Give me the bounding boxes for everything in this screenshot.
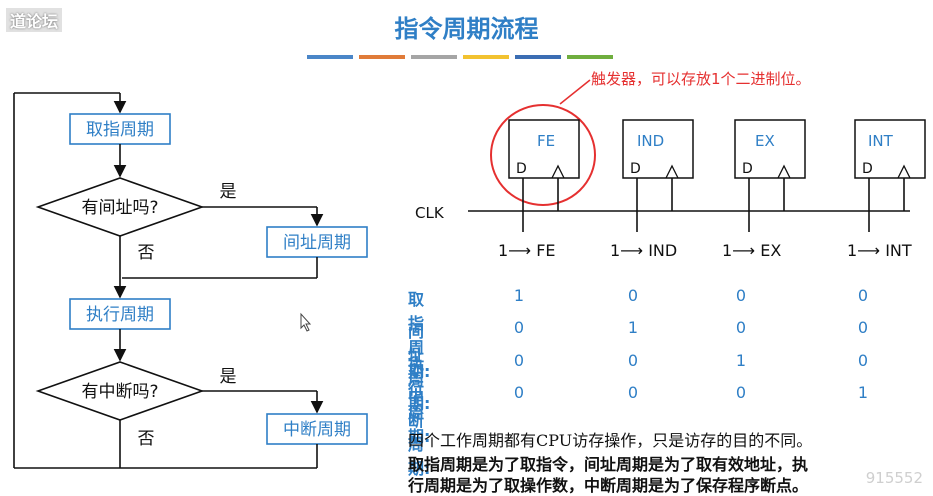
table-cell: 0 bbox=[735, 383, 747, 402]
table-cell: 0 bbox=[627, 383, 639, 402]
table-cell: 0 bbox=[513, 383, 525, 402]
flipflop-d: D bbox=[862, 161, 873, 177]
mouse-cursor-icon bbox=[300, 312, 312, 332]
note-line-1: 四个工作周期都有CPU访存操作，只是访存的目的不同。 bbox=[408, 431, 813, 450]
table-cell: 1 bbox=[513, 286, 525, 305]
note-line-2: 取指周期是为了取指令，间址周期是为了取有效地址，执 bbox=[408, 455, 809, 474]
clk-label: CLK bbox=[415, 204, 445, 222]
flipflop-box bbox=[622, 119, 694, 179]
accent-bar bbox=[359, 55, 405, 59]
table-cell: 0 bbox=[735, 286, 747, 305]
flipflop-d: D bbox=[630, 161, 641, 177]
interrupt-question: 有中断吗? bbox=[81, 382, 158, 402]
accent-bar bbox=[463, 55, 509, 59]
fetch-label: 取指周期 bbox=[86, 120, 154, 140]
row-label: 中断周期: bbox=[408, 387, 431, 478]
set-label-fe: 1⟶ FE bbox=[498, 241, 556, 260]
clock-triangle-icon bbox=[777, 164, 791, 179]
table-cell: 0 bbox=[627, 351, 639, 370]
table-cell: 1 bbox=[735, 351, 747, 370]
clock-triangle-icon bbox=[665, 164, 679, 179]
table-cell: 0 bbox=[627, 286, 639, 305]
flowchart bbox=[13, 92, 368, 469]
watermark-logo: 道论坛 bbox=[6, 8, 63, 32]
indirect-label: 间址周期 bbox=[283, 233, 351, 253]
accent-bar bbox=[411, 55, 457, 59]
no1-label: 否 bbox=[138, 243, 155, 263]
trigger-pointer-line bbox=[559, 79, 591, 105]
page-title: 指令周期流程 bbox=[394, 15, 539, 43]
flipflop-int: INT D bbox=[854, 119, 926, 232]
accent-bars bbox=[307, 55, 613, 59]
flipflop-name: INT bbox=[868, 132, 894, 150]
table-cell: 0 bbox=[513, 318, 525, 337]
flipflop-name: FE bbox=[537, 132, 555, 150]
note-line-3: 行周期是为了取操作数，中断周期是为了保存程序断点。 bbox=[408, 476, 809, 495]
flipflop-d: D bbox=[742, 161, 753, 177]
set-label-ex: 1⟶ EX bbox=[722, 241, 781, 260]
flipflop-name: IND bbox=[637, 132, 664, 150]
no2-label: 否 bbox=[138, 429, 155, 449]
row-label: 执行周期: bbox=[408, 355, 431, 446]
yes1-label: 是 bbox=[220, 182, 237, 202]
table-cell: 0 bbox=[857, 351, 869, 370]
clock-triangle-icon bbox=[551, 164, 565, 179]
flipflop-ex: EX D bbox=[734, 119, 806, 232]
table-cell: 0 bbox=[513, 351, 525, 370]
flipflop-fe: FE D bbox=[508, 119, 580, 232]
accent-bar bbox=[307, 55, 353, 59]
clock-triangle-icon bbox=[897, 164, 911, 179]
flipflop-box bbox=[854, 119, 926, 179]
table-cell: 0 bbox=[735, 318, 747, 337]
row-label: 取指周期: bbox=[408, 290, 431, 381]
flipflop-ind: IND D bbox=[622, 119, 694, 232]
highlight-circle bbox=[490, 104, 596, 206]
accent-bar bbox=[515, 55, 561, 59]
trigger-note: 触发器，可以存放1个二进制位。 bbox=[591, 70, 811, 88]
table-cell: 1 bbox=[627, 318, 639, 337]
execute-label: 执行周期 bbox=[86, 305, 154, 325]
row-label: 间址周期: bbox=[408, 322, 431, 413]
flipflop-name: EX bbox=[755, 132, 775, 150]
yes2-label: 是 bbox=[220, 367, 237, 387]
table-cell: 0 bbox=[857, 286, 869, 305]
interrupt-label: 中断周期 bbox=[283, 420, 351, 440]
set-label-int: 1⟶ INT bbox=[847, 241, 912, 260]
flipflop-box bbox=[734, 119, 806, 179]
table-cell: 1 bbox=[857, 383, 869, 402]
indirect-question: 有间址吗? bbox=[81, 198, 158, 218]
flipflop-d: D bbox=[516, 161, 527, 177]
accent-bar bbox=[567, 55, 613, 59]
table-cell: 0 bbox=[857, 318, 869, 337]
corner-watermark-id: 915552 bbox=[865, 469, 923, 487]
set-label-ind: 1⟶ IND bbox=[610, 241, 677, 260]
flipflop-box bbox=[508, 119, 580, 179]
